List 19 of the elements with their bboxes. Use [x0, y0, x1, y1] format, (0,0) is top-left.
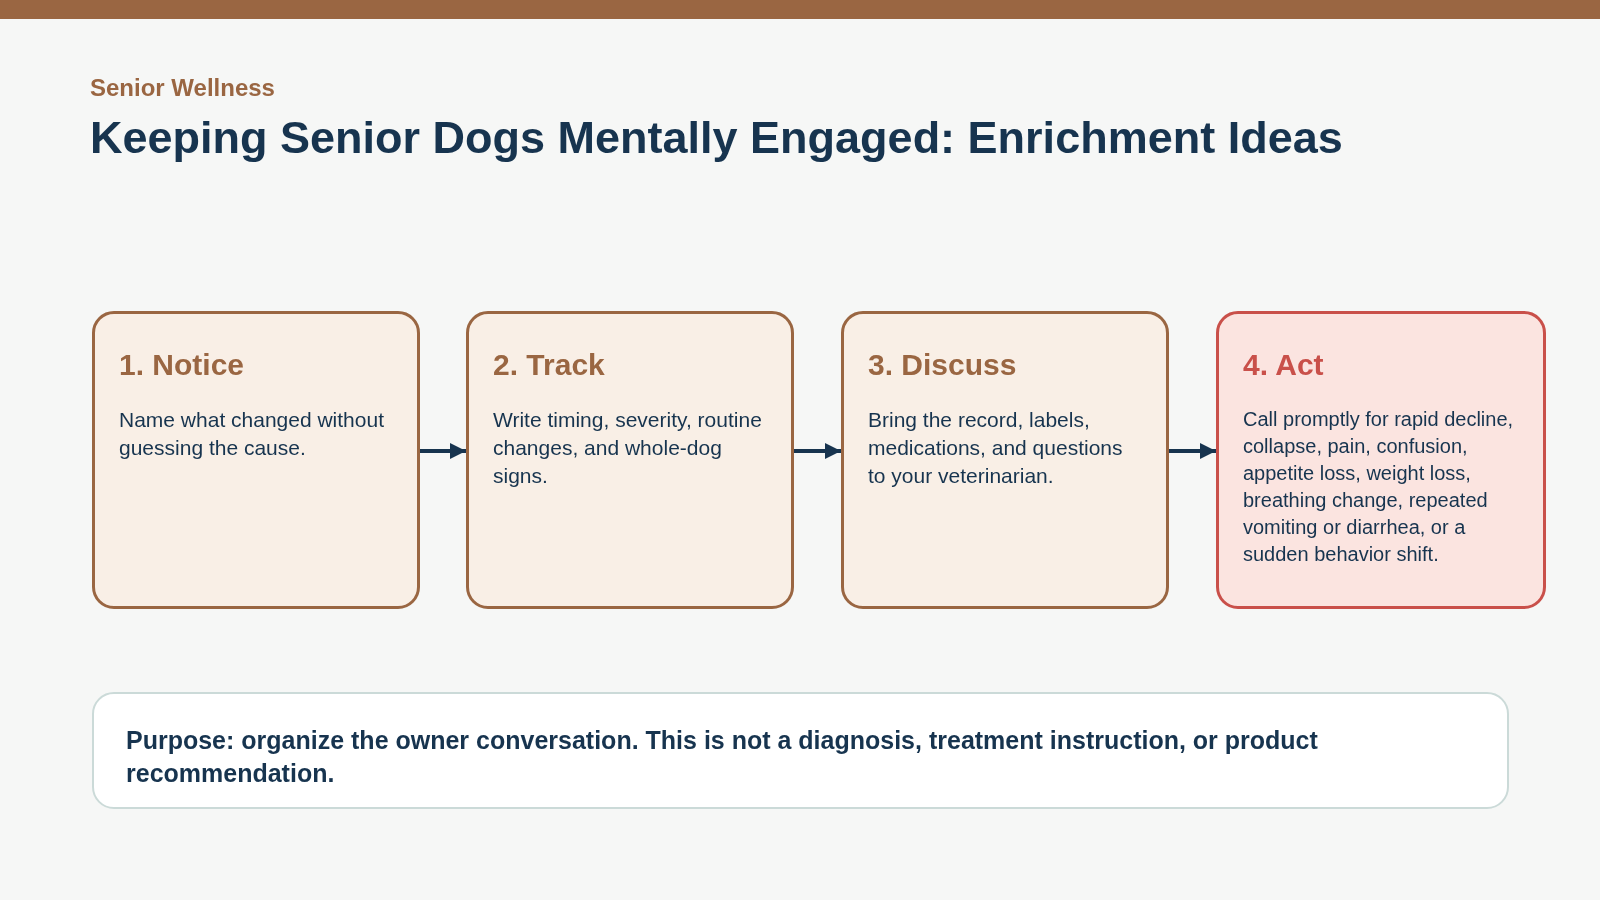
step-description: Bring the record, labels, medications, and questions to your veterinarian. — [868, 407, 1124, 489]
step-card — [1216, 311, 1546, 609]
note-text: Purpose: organize the owner conversation. This is not a diagnosis, treatment instruction, or product recommendation. — [126, 725, 1319, 789]
step-description: Call promptly for rapid decline, collapse, pain, confusion, appetite loss, weight loss, breathing change, repeated vomiting or diarrhea, or a sudden behavior shift. — [1243, 407, 1515, 567]
step-heading: 4. Act — [1243, 348, 1325, 382]
step-description: Write timing, severity, routine changes, and whole-dog signs. — [493, 407, 763, 489]
title: Keeping Senior Dogs Mentally Engaged: Enrichment Ideas — [90, 112, 1343, 164]
note-box — [92, 692, 1509, 809]
step-description: Name what changed without guessing the cause. — [119, 407, 385, 461]
eyebrow-label: Senior Wellness — [90, 74, 275, 102]
step-card — [841, 311, 1169, 609]
step-heading: 2. Track — [493, 348, 606, 382]
step-card — [466, 311, 794, 609]
arrow — [420, 443, 466, 459]
arrow — [794, 443, 841, 459]
step-heading: 1. Notice — [119, 348, 246, 382]
step-card — [92, 311, 420, 609]
step-heading: 3. Discuss — [868, 348, 1018, 382]
arrow — [1169, 443, 1216, 459]
